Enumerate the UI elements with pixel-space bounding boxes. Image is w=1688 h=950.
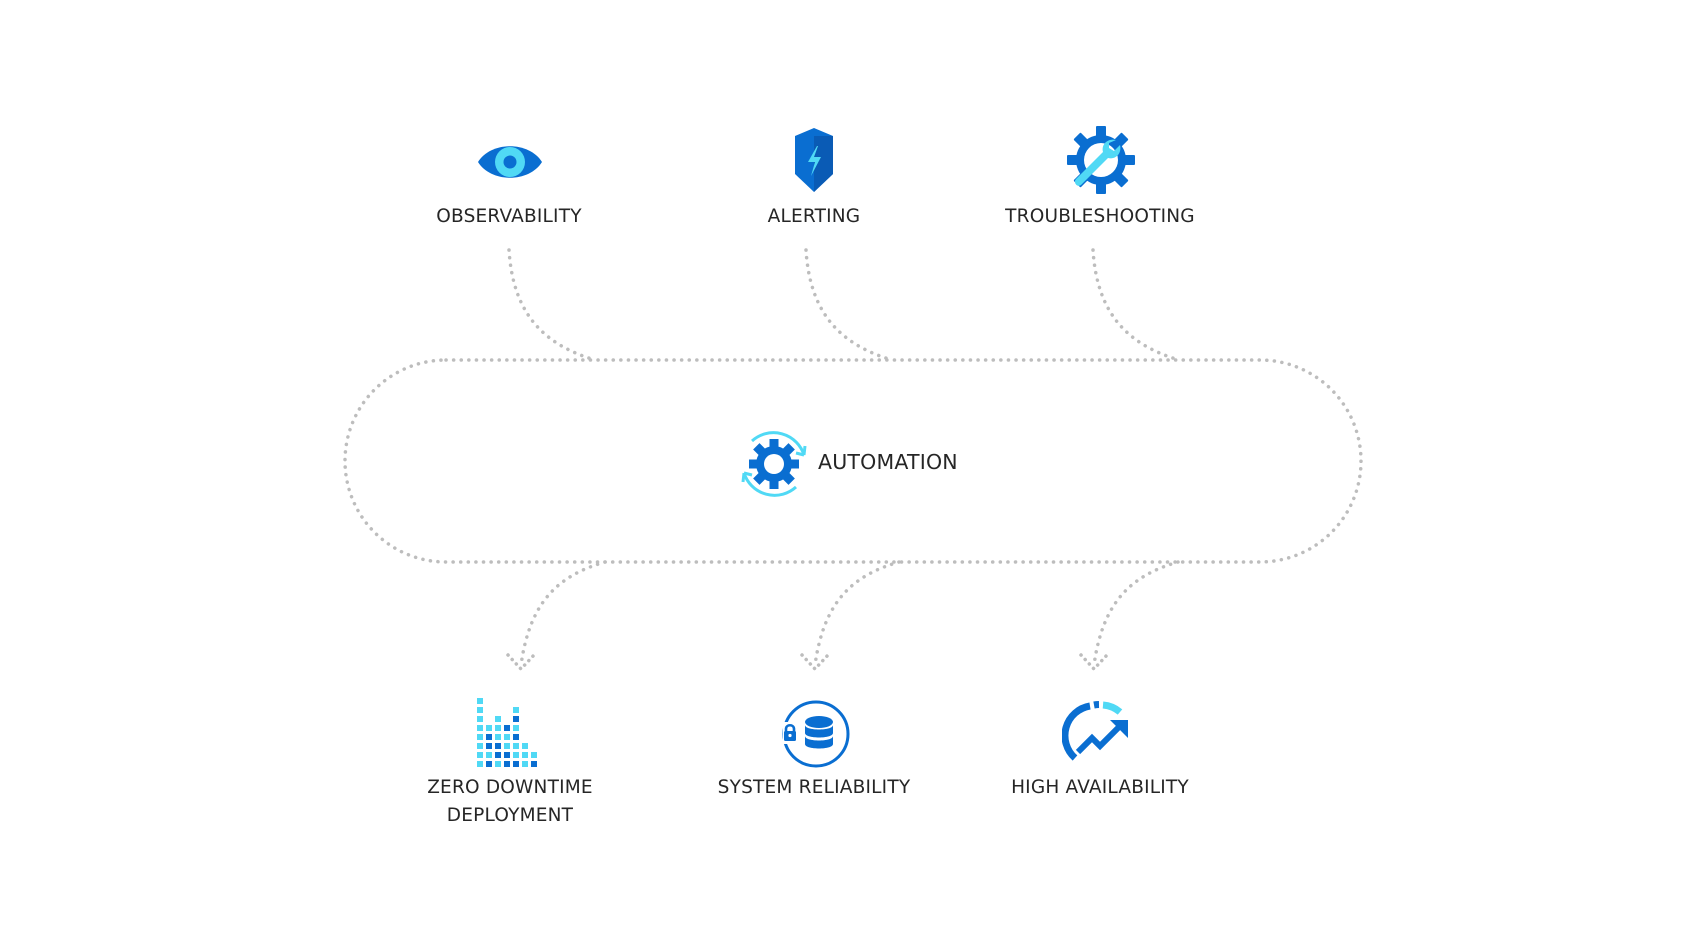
arrowhead-high-availability: [1079, 653, 1109, 672]
connector-zero-downtime: [519, 560, 607, 667]
gear-cycle-icon: [741, 431, 807, 497]
label-zero-downtime-line2: DEPLOYMENT: [446, 805, 574, 826]
connector-high-availability: [1092, 560, 1180, 667]
connector-system-reliability: [813, 560, 901, 667]
arrowhead-system-reliability: [800, 653, 830, 672]
shield-lightning-icon: [795, 128, 833, 192]
label-zero-downtime-deployment: ZERO DOWNTIME DEPLOYMENT: [400, 774, 620, 830]
label-alerting: ALERTING: [767, 206, 861, 227]
label-high-availability: HIGH AVAILABILITY: [1011, 777, 1189, 798]
bar-grid-icon: [477, 698, 537, 767]
label-automation: AUTOMATION: [818, 450, 958, 474]
connector-troubleshooting: [1091, 248, 1181, 362]
gauge-trend-icon: [1062, 701, 1128, 761]
connector-observability: [507, 248, 597, 362]
eye-icon: [478, 146, 542, 178]
label-system-reliability: SYSTEM RELIABILITY: [717, 777, 911, 798]
label-troubleshooting: TROUBLESHOOTING: [1005, 206, 1195, 227]
database-lock-icon: [782, 700, 850, 768]
automation-container: [343, 358, 1363, 564]
label-observability: OBSERVABILITY: [436, 206, 582, 227]
arrowhead-zero-downtime: [506, 653, 536, 672]
label-zero-downtime-line1: ZERO DOWNTIME: [427, 777, 593, 798]
gear-wrench-icon: [1067, 126, 1135, 194]
connector-alerting: [804, 248, 894, 362]
